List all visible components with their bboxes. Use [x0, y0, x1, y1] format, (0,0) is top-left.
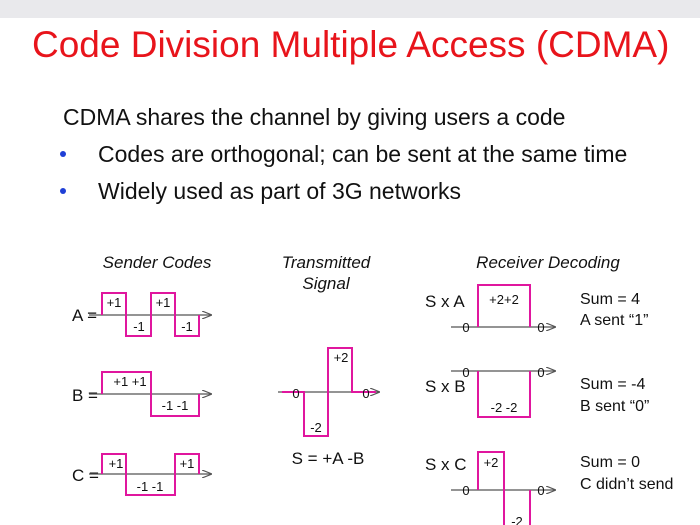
bullet-dot-icon — [60, 187, 66, 194]
slide — [0, 18, 700, 525]
chip-label: -1 -1 — [162, 398, 189, 413]
decode-label: 0 — [537, 320, 544, 335]
bullet-dot-icon — [60, 150, 66, 157]
header-transmitted: Transmitted — [282, 253, 371, 272]
decode-label: +2 — [484, 455, 499, 470]
sxc-meaning: C didn’t send — [580, 476, 673, 493]
sxc-waveform — [477, 451, 531, 525]
sxb-meaning: B sent “0” — [580, 398, 649, 415]
transmitted-signal: 0 -2 +2 0 S = +A -B — [278, 347, 379, 468]
bullet-item-1: Codes are orthogonal; can be sent at the… — [60, 141, 627, 168]
header-receiver-decoding: Receiver Decoding — [476, 253, 620, 272]
code-a-label: A = — [72, 306, 97, 325]
bullet-text-1: Codes are orthogonal; can be sent at the… — [98, 141, 628, 167]
receiver-sxc: S x C 0 +2 -2 0 Sum = 0 C didn’t send — [425, 451, 673, 525]
chip-label: +1 — [109, 456, 124, 471]
signal-label: -2 — [310, 420, 322, 435]
slide-title: Code Division Multiple Access (CDMA) — [32, 24, 670, 65]
transmitted-formula: S = +A -B — [292, 449, 365, 468]
code-c-waveform — [101, 453, 200, 496]
receiver-sxa-label: S x A — [425, 292, 465, 311]
decode-label: -2 — [511, 514, 523, 525]
decode-label: +2+2 — [489, 292, 519, 307]
sxa-meaning: A sent “1” — [580, 312, 648, 329]
chip-label: -1 — [133, 319, 145, 334]
bullet-text-2: Widely used as part of 3G networks — [98, 178, 462, 204]
intro-text: CDMA shares the channel by giving users … — [63, 104, 566, 130]
sxb-waveform — [477, 371, 531, 418]
decode-label: 0 — [462, 365, 469, 380]
sender-code-a: A = +1 -1 +1 -1 — [72, 292, 211, 337]
code-b-label: B = — [72, 386, 98, 405]
sender-code-c: C = +1 -1 -1 +1 — [72, 453, 211, 496]
receiver-sxa: S x A 0 +2+2 0 Sum = 4 A sent “1” — [425, 284, 648, 335]
receiver-sxb-label: S x B — [425, 377, 466, 396]
decode-label: 0 — [462, 320, 469, 335]
sxa-sum: Sum = 4 — [580, 291, 640, 308]
receiver-sxc-label: S x C — [425, 455, 467, 474]
bullet-item-2: Widely used as part of 3G networks — [60, 178, 461, 205]
sxc-sum: Sum = 0 — [580, 454, 640, 471]
signal-label: 0 — [292, 386, 299, 401]
code-c-label: C = — [72, 466, 99, 485]
code-b-waveform — [101, 371, 200, 417]
sxb-sum: Sum = -4 — [580, 376, 645, 393]
header-signal: Signal — [302, 274, 350, 293]
header-sender-codes: Sender Codes — [103, 253, 212, 272]
code-a-waveform — [101, 292, 200, 337]
decode-label: -2 -2 — [491, 400, 518, 415]
transmitted-waveform — [282, 347, 376, 437]
chip-label: -1 -1 — [137, 479, 164, 494]
chip-label: +1 +1 — [113, 374, 146, 389]
chip-label: -1 — [181, 319, 193, 334]
decode-label: 0 — [462, 483, 469, 498]
decode-label: 0 — [537, 365, 544, 380]
sxa-waveform — [477, 284, 531, 327]
chip-label: +1 — [180, 456, 195, 471]
sender-code-b: B = +1 +1 -1 -1 — [72, 371, 211, 417]
decode-label: 0 — [537, 483, 544, 498]
chip-label: +1 — [156, 295, 171, 310]
signal-label: +2 — [334, 350, 349, 365]
receiver-sxb: S x B 0 -2 -2 0 Sum = -4 B sent “0” — [425, 365, 649, 418]
signal-label: 0 — [362, 386, 369, 401]
chip-label: +1 — [107, 295, 122, 310]
